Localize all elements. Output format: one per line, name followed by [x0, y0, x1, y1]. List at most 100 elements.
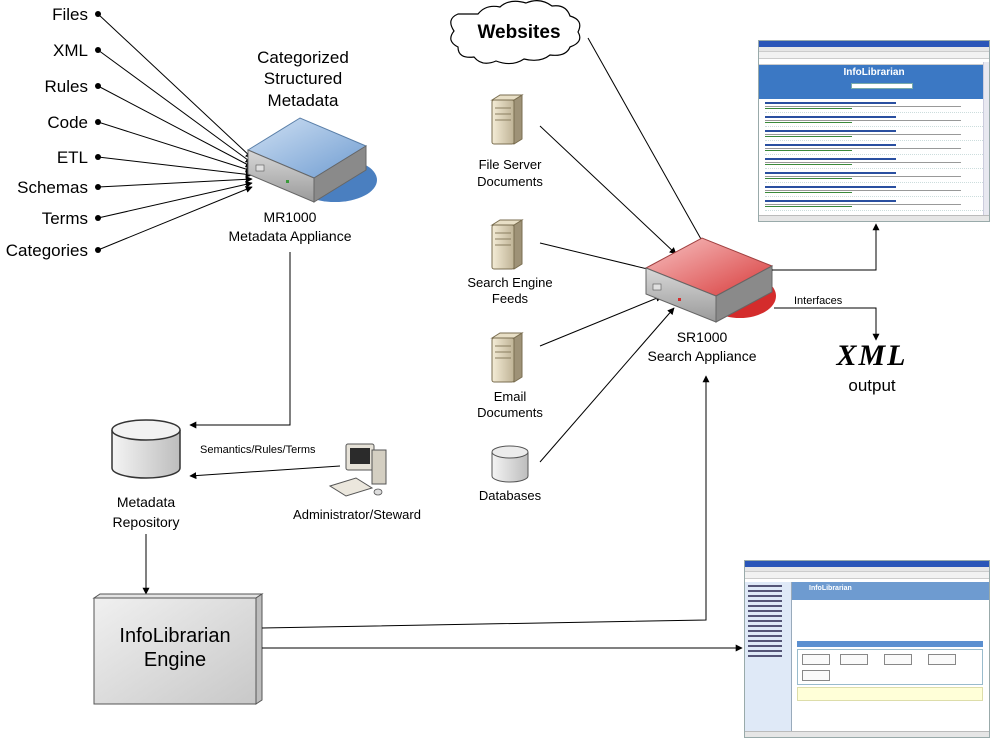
mr1000-caption-line-2: Structured: [264, 69, 342, 88]
source-label-xml: XML: [53, 41, 88, 60]
search-engine-feeds: Search Engine Feeds: [467, 219, 553, 306]
source-list: Files XML Rules Code ETL Schemas Terms C…: [6, 5, 101, 260]
window-toolbar: [745, 572, 989, 579]
connector-categories: [97, 186, 253, 251]
sr1000-led-icon: [678, 298, 681, 301]
result-item: [765, 144, 983, 155]
search-engine-server-icon: [490, 219, 524, 270]
source-label-terms: Terms: [42, 209, 88, 228]
mr1000-appliance: Categorized Structured Metadata MR1000 M…: [229, 48, 377, 244]
source-label-files: Files: [52, 5, 88, 24]
category-cell: [928, 654, 956, 665]
email-documents: Email Documents: [477, 332, 543, 420]
result-item: [765, 186, 983, 197]
engine-box-front: [93, 597, 257, 705]
semantics-label: Semantics/Rules/Terms: [200, 444, 316, 456]
source-label-rules: Rules: [45, 77, 88, 96]
source-label-schemas: Schemas: [17, 178, 88, 197]
category-cell: [884, 654, 912, 665]
connector-etl: [97, 156, 253, 178]
source-connectors: [97, 13, 253, 251]
email-server-icon: [490, 332, 524, 383]
infolibrarian-engine: InfoLibrarian Engine: [92, 593, 264, 705]
searchfeeds-to-sr1000: [539, 242, 661, 274]
result-item: [765, 102, 983, 113]
window-titlebar: [745, 561, 989, 567]
window-toolbar: [759, 52, 989, 59]
result-item: [765, 200, 983, 211]
engine-box-top: [92, 593, 264, 599]
databases: Databases: [479, 445, 542, 503]
repository-cylinder-icon: [111, 419, 181, 479]
administrator-label: Administrator/Steward: [293, 507, 421, 522]
mr1000-side: [313, 145, 367, 203]
search-page-logo: InfoLibrarian: [843, 67, 905, 78]
repository-label-line-2: Repository: [113, 514, 180, 530]
engine-page-logo: InfoLibrarian: [809, 585, 852, 592]
search-source-connectors: [539, 37, 707, 463]
connector-schemas: [97, 175, 253, 188]
window-menubar: [759, 47, 989, 52]
xml-logo: XML: [835, 339, 907, 372]
mr1000-caption-line-1: Categorized: [257, 48, 349, 67]
sr1000-to-search-screenshot-arrow: [772, 223, 880, 271]
mr1000-to-repository-arrow: [189, 252, 291, 429]
database-icon: [491, 445, 529, 483]
databases-label: Databases: [479, 488, 542, 503]
engine-page-header: [792, 582, 989, 600]
window-address-bar: [759, 59, 989, 65]
websites-cloud: Websites: [450, 0, 581, 65]
repository-label-line-1: Metadata: [117, 494, 176, 510]
search-page-header: InfoLibrarian: [759, 65, 989, 99]
email-label-line-2: Documents: [477, 405, 543, 420]
sr1000-name-line-2: Search Appliance: [648, 348, 757, 364]
result-item: [765, 172, 983, 183]
computer-workstation-icon: [328, 443, 387, 497]
description-panel: [797, 687, 983, 701]
sr1000-to-xml-output-arrow: [774, 307, 880, 341]
source-label-categories: Categories: [6, 241, 88, 260]
connector-rules: [97, 85, 253, 168]
sr1000-appliance: SR1000 Search Appliance: [644, 237, 776, 364]
mr1000-led-icon: [286, 180, 289, 183]
file-server-label-line-2: Documents: [477, 174, 543, 189]
websites-label: Websites: [477, 22, 560, 43]
navigation-tree: [745, 582, 792, 732]
file-server: File Server Documents: [477, 94, 543, 189]
fileserver-to-sr1000: [539, 125, 677, 255]
email-label-line-1: Email: [494, 389, 527, 404]
xml-output-label: output: [848, 376, 896, 395]
interfaces-label: Interfaces: [794, 295, 843, 307]
engine-to-sr1000-arrow: [261, 375, 710, 629]
connector-xml: [97, 49, 253, 164]
engine-label-line-1: InfoLibrarian: [119, 625, 230, 647]
search-engine-label-line-2: Feeds: [492, 291, 529, 306]
result-item: [765, 158, 983, 169]
mr1000-name-line-2: Metadata Appliance: [229, 228, 352, 244]
file-server-label-line-1: File Server: [479, 157, 543, 172]
search-engine-label-line-1: Search Engine: [467, 275, 552, 290]
sr1000-side: [715, 265, 773, 323]
source-label-etl: ETL: [57, 148, 88, 167]
mr1000-port-icon: [255, 164, 265, 172]
sr1000-port-icon: [652, 283, 662, 291]
administrator: Administrator/Steward: [293, 443, 421, 522]
mr1000-name-line-1: MR1000: [264, 209, 317, 225]
result-item: [765, 116, 983, 127]
category-cell: [802, 654, 830, 665]
mr1000-caption-line-3: Metadata: [268, 91, 339, 110]
xml-output: XML output: [835, 339, 907, 395]
admin-to-repository-arrow: [189, 465, 341, 480]
metadata-repository: Metadata Repository: [111, 419, 181, 530]
engine-label-line-2: Engine: [144, 649, 206, 671]
category-cell: [802, 670, 830, 681]
source-label-code: Code: [47, 113, 88, 132]
search-results-screenshot: InfoLibrarian: [758, 40, 990, 222]
window-titlebar: [759, 41, 989, 47]
connector-terms: [97, 180, 253, 219]
subject-area-band: [797, 641, 983, 647]
connector-files: [97, 13, 253, 159]
subject-area-grid: [797, 649, 983, 685]
engine-box-side: [255, 593, 263, 705]
databases-to-sr1000: [539, 307, 675, 463]
